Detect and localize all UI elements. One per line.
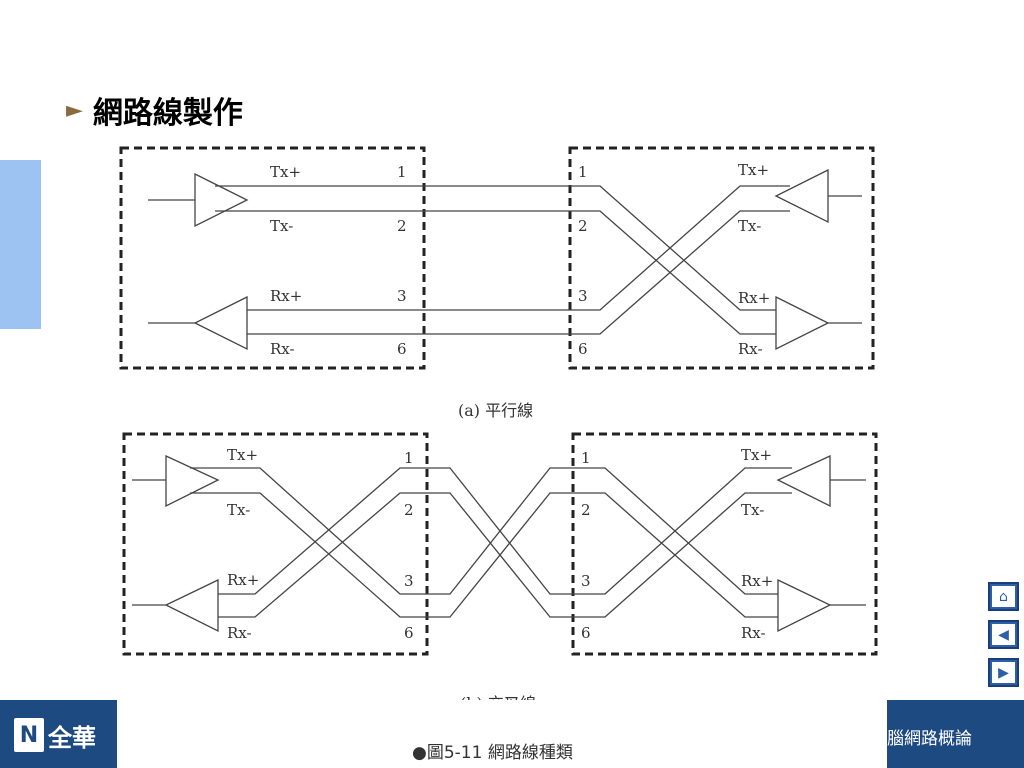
- left-arrow-icon: ◀: [992, 624, 1015, 645]
- transmitter-triangle-left-b: [165, 454, 220, 508]
- pin-3-left-b: 3: [404, 572, 414, 590]
- label-rxp-right-b: Rx+: [741, 572, 773, 590]
- logo-text: 全華: [48, 723, 96, 752]
- label-rxn-left-b: Rx-: [227, 624, 252, 642]
- right-box-b: [571, 432, 878, 656]
- label-txp-right-a: Tx+: [738, 161, 769, 179]
- receiver-triangle-left-b: [164, 578, 219, 633]
- transmitter-triangle-right-a: [774, 168, 829, 224]
- pin-1-right-b: 1: [581, 449, 591, 467]
- footer-center: [117, 700, 887, 768]
- left-box-a: [119, 146, 426, 370]
- right-box-a: [568, 146, 875, 370]
- left-box-b: [122, 432, 429, 656]
- right-arrow-icon: ▶: [992, 662, 1015, 683]
- bullet-triangle-icon: ►: [66, 97, 83, 123]
- caption-straight: (a) 平行線: [458, 401, 534, 420]
- label-rxp-left-a: Rx+: [270, 287, 302, 305]
- network-cable-diagram: Tx+ Tx- Rx+ Rx- 1 2 3 6 1 2 3 6 Tx+ Tx- …: [119, 146, 878, 656]
- receiver-triangle-right-b: [777, 578, 832, 633]
- slide-title: ► 網路線製作: [66, 88, 243, 132]
- label-txp-left-a: Tx+: [270, 163, 301, 181]
- pin-6-right-b: 6: [581, 624, 591, 642]
- pin-1-right-a: 1: [578, 163, 588, 181]
- pin-2-right-a: 2: [578, 217, 588, 235]
- pin-1-left-b: 1: [404, 449, 414, 467]
- pin-3-left-a: 3: [397, 287, 407, 305]
- course-title: 腦網路概論: [887, 729, 972, 749]
- next-button[interactable]: ▶: [988, 658, 1019, 687]
- label-rxp-right-a: Rx+: [738, 289, 770, 307]
- pin-6-left-a: 6: [397, 340, 407, 358]
- label-rxp-left-b: Rx+: [227, 571, 259, 589]
- label-rxn-right-b: Rx-: [741, 624, 766, 642]
- pin-3-right-b: 3: [581, 572, 591, 590]
- label-txp-right-b: Tx+: [741, 446, 772, 464]
- logo-mark-icon: N: [14, 718, 44, 752]
- label-rxn-left-a: Rx-: [270, 340, 295, 358]
- transmitter-triangle-left-a: [194, 172, 249, 228]
- label-txn-left-b: Tx-: [227, 501, 250, 519]
- home-button[interactable]: ⌂: [988, 582, 1019, 611]
- receiver-triangle-right-a: [775, 295, 830, 351]
- label-txn-left-a: Tx-: [270, 217, 293, 235]
- pin-6-left-b: 6: [404, 624, 414, 642]
- label-txp-left-b: Tx+: [227, 446, 258, 464]
- pin-6-right-a: 6: [578, 340, 588, 358]
- label-txn-right-a: Tx-: [738, 217, 761, 235]
- pin-2-right-b: 2: [581, 501, 591, 519]
- pin-2-left-b: 2: [404, 501, 414, 519]
- pin-1-left-a: 1: [397, 163, 407, 181]
- title-text: 網路線製作: [92, 96, 243, 131]
- transmitter-triangle-right-b: [776, 454, 831, 508]
- home-icon: ⌂: [992, 586, 1015, 607]
- pin-3-right-a: 3: [578, 287, 588, 305]
- prev-button[interactable]: ◀: [988, 620, 1019, 649]
- receiver-triangle-left-a: [193, 295, 248, 351]
- publisher-logo: N 全華: [14, 716, 96, 754]
- side-accent-bar: [0, 160, 41, 329]
- pin-2-left-a: 2: [397, 217, 407, 235]
- figure-caption: ●圖5-11 網路線種類: [412, 743, 573, 763]
- label-txn-right-b: Tx-: [741, 501, 764, 519]
- label-rxn-right-a: Rx-: [738, 340, 763, 358]
